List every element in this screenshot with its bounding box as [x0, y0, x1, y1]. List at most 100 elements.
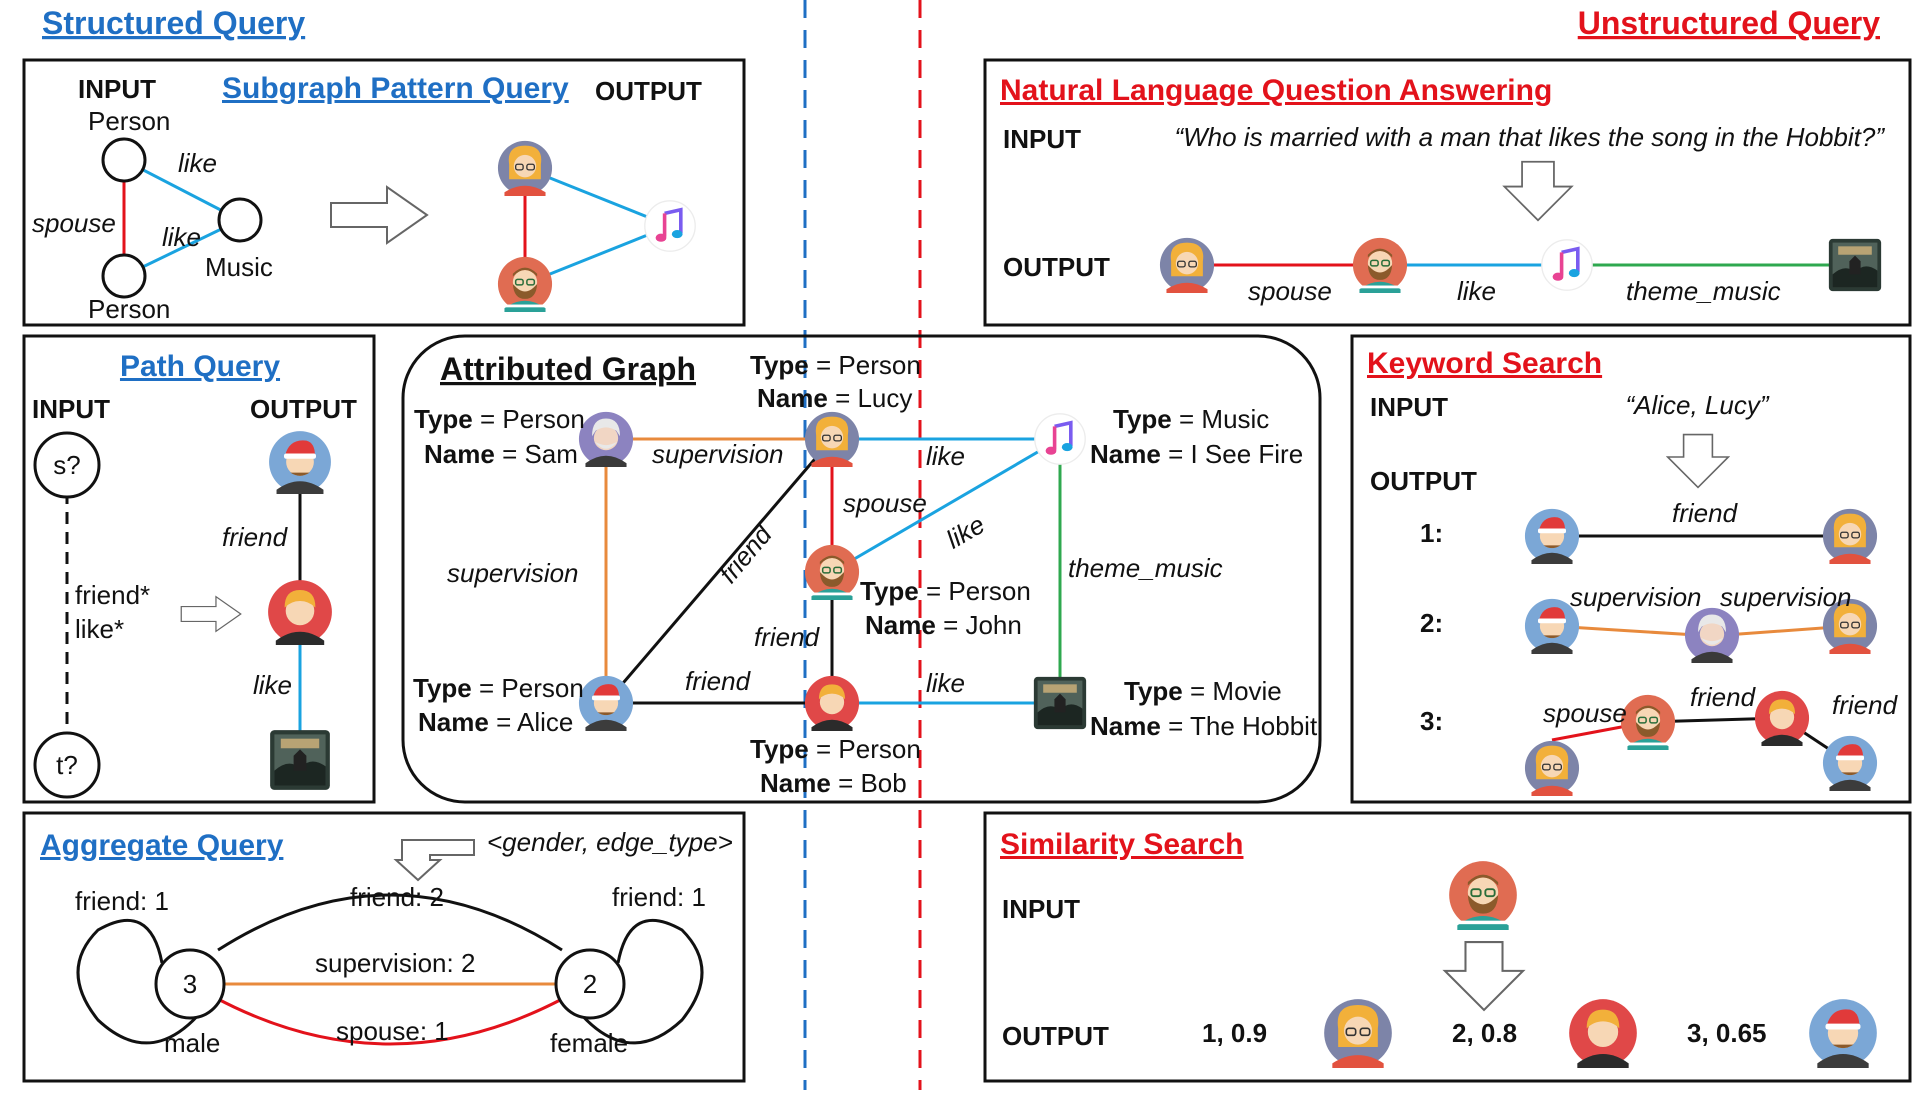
attributed-graph-title: Attributed Graph — [440, 351, 696, 387]
spouse-edge-label: spouse: 1 — [336, 1016, 449, 1046]
keyword-r3-spouse-label: spouse — [1543, 698, 1627, 728]
node-bob-name: Name = Bob — [760, 768, 907, 798]
santa-hat-avatar-icon — [1524, 508, 1580, 564]
woman-avatar-icon — [497, 140, 553, 196]
node-lucy-name: Name = Lucy — [757, 383, 912, 413]
woman-avatar-icon — [1323, 998, 1393, 1068]
subgraph-output-label: OUTPUT — [595, 76, 702, 106]
bearded-man-avatar-icon — [1620, 694, 1676, 750]
nlqa-theme-music-label: theme_music — [1626, 276, 1781, 306]
label-alice-bob: friend — [685, 666, 752, 696]
subgraph-input-label: INPUT — [78, 74, 156, 104]
similarity-title: Similarity Search — [1000, 828, 1243, 861]
red-haired-man-avatar-icon — [1754, 690, 1810, 746]
female-friend-loop-edge — [556, 918, 704, 1045]
structured-query-heading: Structured Query — [42, 5, 305, 41]
unstructured-query-heading: Unstructured Query — [1578, 5, 1880, 41]
similarity-result-3: 3, 0.65 — [1687, 1018, 1767, 1048]
male-label: male — [164, 1028, 220, 1058]
nlqa-question-text: “Who is married with a man that likes th… — [1174, 122, 1885, 152]
attributed-graph-panel: Attributed Graph supervision like superv… — [401, 334, 1322, 804]
elderly-man-avatar-icon — [578, 411, 634, 467]
keyword-r1-friend-label: friend — [1672, 498, 1739, 528]
node-sam-type: Type = Person — [414, 404, 585, 434]
keyword-title: Keyword Search — [1367, 347, 1602, 380]
pattern-person-label-bottom: Person — [88, 294, 170, 324]
pattern-person-node-top — [101, 137, 147, 183]
hobbit-movie-poster-icon — [1828, 238, 1882, 292]
music-note-icon — [1033, 412, 1087, 466]
red-haired-man-avatar-icon — [804, 675, 860, 731]
keyword-r2-supervision-label-a: supervision — [1570, 582, 1702, 612]
label-bob-movie: like — [926, 668, 965, 698]
keyword-rank-2: 2: — [1420, 608, 1443, 638]
node-music-type: Type = Music — [1113, 404, 1269, 434]
nlqa-panel-border — [983, 58, 1912, 327]
node-movie-name: Name = The Hobbit — [1090, 711, 1318, 741]
aggregate-title: Aggregate Query — [40, 829, 284, 862]
keyword-rank-1: 1: — [1420, 518, 1443, 548]
bearded-man-avatar-icon — [1448, 860, 1518, 930]
male-female-friend-edge — [217, 893, 563, 952]
hobbit-movie-poster-icon — [270, 730, 330, 790]
path-input-label: INPUT — [32, 394, 110, 424]
path-target-label: t? — [56, 750, 78, 780]
female-label: female — [550, 1028, 628, 1058]
pattern-music-label: Music — [205, 252, 273, 282]
female-count: 2 — [583, 969, 597, 999]
label-lucy-music: like — [926, 441, 965, 471]
music-note-icon — [643, 199, 697, 253]
santa-hat-avatar-icon — [578, 675, 634, 731]
label-john-music: like — [941, 509, 990, 554]
similarity-result-1: 1, 0.9 — [1202, 1018, 1267, 1048]
keyword-output-label: OUTPUT — [1370, 466, 1477, 496]
path-friend-label: friend — [222, 522, 289, 552]
node-movie-type: Type = Movie — [1124, 676, 1282, 706]
bearded-man-avatar-icon — [1352, 237, 1408, 293]
aggregate-panel-border — [22, 811, 746, 1083]
keyword-r3-friend-label-a: friend — [1690, 682, 1757, 712]
female-group-node — [554, 948, 626, 1020]
aggregate-query-panel: Aggregate Query <gender, edge_type> 3 2 … — [22, 811, 746, 1083]
arrow-down-icon — [1503, 160, 1573, 222]
arrow-right-icon — [180, 595, 242, 633]
label-alice-lucy: friend — [713, 518, 779, 588]
arrow-down-icon — [393, 839, 475, 882]
music-note-icon — [1540, 238, 1594, 292]
female-loop-label: friend: 1 — [612, 882, 706, 912]
nlqa-spouse-label: spouse — [1248, 276, 1332, 306]
pattern-music-node — [217, 197, 263, 243]
subgraph-title: Subgraph Pattern Query — [222, 72, 569, 105]
nlqa-output-label: OUTPUT — [1003, 252, 1110, 282]
similarity-panel-border — [983, 811, 1912, 1083]
male-loop-label: friend: 1 — [75, 886, 169, 916]
woman-avatar-icon — [1822, 508, 1878, 564]
path-query-panel: Path Query INPUT OUTPUT s? t? friend* li… — [22, 334, 376, 804]
node-john-name: Name = John — [865, 610, 1022, 640]
keyword-search-panel: Keyword Search INPUT “Alice, Lucy” OUTPU… — [1350, 334, 1912, 804]
label-lucy-john: spouse — [843, 488, 927, 518]
arrow-down-icon — [1443, 941, 1525, 1011]
male-friend-loop-edge — [76, 918, 224, 1045]
path-source-label: s? — [53, 450, 80, 480]
pattern-like-label-1: like — [178, 148, 217, 178]
nlqa-title: Natural Language Question Answering — [1000, 74, 1552, 107]
label-sam-lucy: supervision — [652, 439, 784, 469]
red-haired-man-avatar-icon — [1569, 999, 1637, 1068]
nlqa-panel: Natural Language Question Answering INPU… — [983, 58, 1912, 327]
red-haired-man-avatar-icon — [268, 580, 332, 645]
male-count: 3 — [183, 969, 197, 999]
keyword-input-label: INPUT — [1370, 392, 1448, 422]
path-like-label: like — [253, 670, 292, 700]
arrow-right-icon — [329, 185, 429, 245]
similarity-output-label: OUTPUT — [1002, 1021, 1109, 1051]
male-group-node — [154, 948, 226, 1020]
node-music-name: Name = I See Fire — [1090, 439, 1303, 469]
attributed-panel-border — [401, 334, 1322, 804]
edge-john-music — [831, 437, 1061, 574]
keyword-rank-3: 3: — [1420, 706, 1443, 736]
node-lucy-type: Type = Person — [750, 350, 921, 380]
edge-alice-lucy — [604, 438, 834, 704]
keyword-query-text: “Alice, Lucy” — [1625, 390, 1769, 420]
